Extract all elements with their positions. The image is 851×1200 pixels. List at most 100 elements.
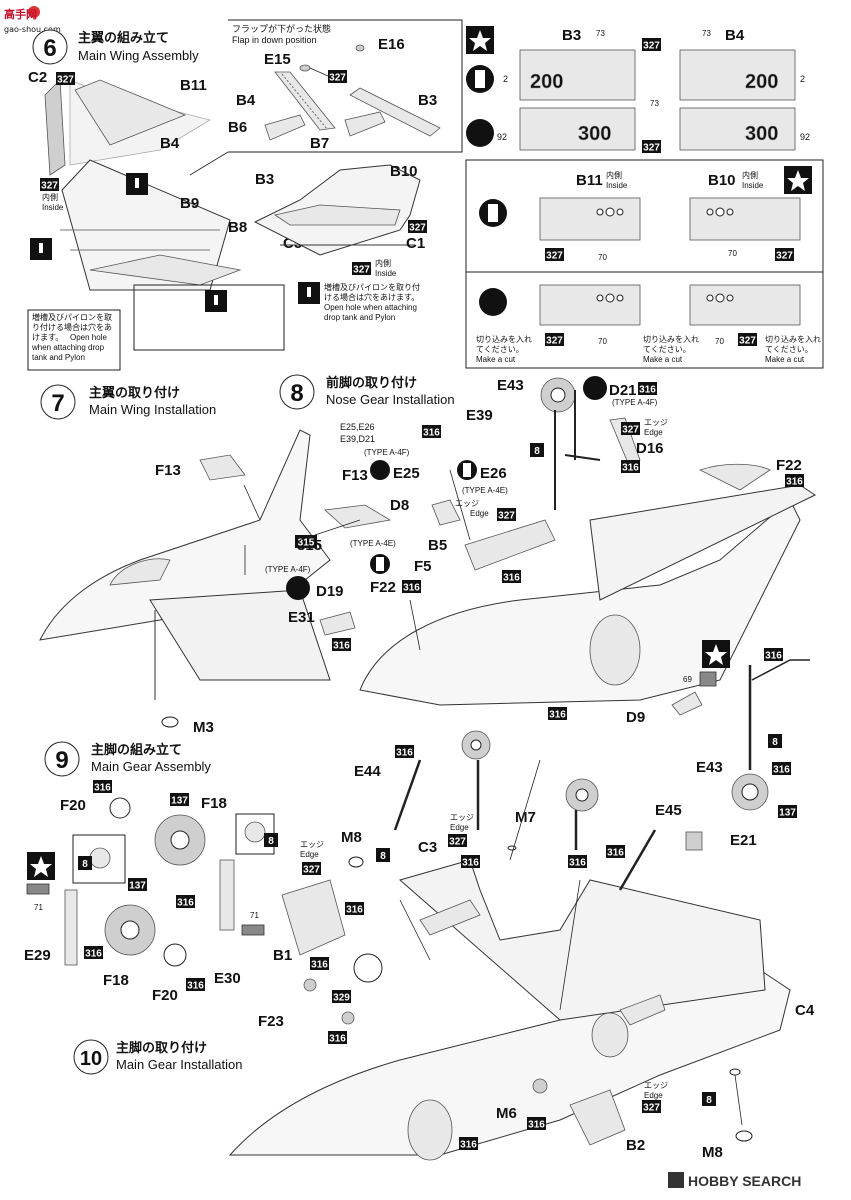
svg-text:327: 327 <box>739 336 756 347</box>
svg-text:切り込みを入れ: 切り込みを入れ <box>476 335 532 344</box>
svg-text:(TYPE A-4F): (TYPE A-4F) <box>265 565 311 574</box>
svg-text:300: 300 <box>745 123 778 145</box>
svg-text:F20: F20 <box>60 797 86 814</box>
step-6: 6 主翼の組み立て Main Wing Assembly フラップが下がった状態… <box>27 19 463 371</box>
svg-text:内側: 内側 <box>606 170 622 180</box>
svg-text:主脚の取り付け: 主脚の取り付け <box>116 1040 207 1056</box>
svg-text:てください。: てください。 <box>476 345 524 354</box>
svg-text:Main Gear Installation: Main Gear Installation <box>116 1057 242 1072</box>
svg-text:C1: C1 <box>406 235 425 252</box>
svg-text:316: 316 <box>460 1140 477 1151</box>
svg-text:316: 316 <box>462 858 479 869</box>
wing-inside-panel: B11 内側 Inside B10 内側 Inside 327 70 70 32… <box>465 159 824 369</box>
svg-text:(TYPE A-4E): (TYPE A-4E) <box>350 539 396 548</box>
svg-text:ける場合は穴をあけます。: ける場合は穴をあけます。 <box>324 292 419 302</box>
svg-text:前脚の取り付け: 前脚の取り付け <box>326 375 417 391</box>
svg-text:Main Gear Assembly: Main Gear Assembly <box>91 759 211 774</box>
svg-text:316: 316 <box>765 651 782 662</box>
watermark-bottom-right: HOBBY SEARCH <box>668 1172 801 1189</box>
svg-text:315: 315 <box>298 538 315 549</box>
svg-text:when attaching drop: when attaching drop <box>31 343 105 352</box>
svg-text:E21: E21 <box>730 832 757 849</box>
svg-text:D21: D21 <box>609 382 637 399</box>
svg-text:Inside: Inside <box>375 269 397 278</box>
svg-text:327: 327 <box>353 265 370 276</box>
svg-text:73: 73 <box>650 99 659 108</box>
svg-text:てください。: てください。 <box>765 345 813 354</box>
svg-text:B9: B9 <box>180 195 199 212</box>
svg-text:B10: B10 <box>708 172 736 189</box>
svg-text:E39: E39 <box>466 407 493 424</box>
svg-text:E15: E15 <box>264 51 291 68</box>
svg-text:C4: C4 <box>795 1002 815 1019</box>
svg-text:73: 73 <box>702 29 711 38</box>
svg-text:73: 73 <box>596 29 605 38</box>
svg-text:327: 327 <box>643 143 660 154</box>
svg-text:316: 316 <box>403 583 420 594</box>
svg-text:E25: E25 <box>393 465 420 482</box>
svg-text:てください。: てください。 <box>643 345 691 354</box>
svg-text:F13: F13 <box>342 467 368 484</box>
svg-text:Open hole when attaching: Open hole when attaching <box>324 303 417 312</box>
svg-text:Inside: Inside <box>42 203 64 212</box>
svg-text:E25,E26: E25,E26 <box>340 422 375 432</box>
svg-text:C2: C2 <box>28 69 47 86</box>
svg-text:F18: F18 <box>103 972 129 989</box>
svg-text:B3: B3 <box>418 92 437 109</box>
svg-text:(TYPE A-4F): (TYPE A-4F) <box>612 398 658 407</box>
svg-text:Nose Gear Installation: Nose Gear Installation <box>326 392 455 407</box>
svg-text:327: 327 <box>498 511 515 522</box>
svg-text:D8: D8 <box>390 497 409 514</box>
svg-text:316: 316 <box>528 1120 545 1131</box>
svg-text:316: 316 <box>85 949 102 960</box>
star-icon <box>705 644 727 665</box>
svg-text:92: 92 <box>497 132 507 142</box>
svg-text:Make a cut: Make a cut <box>765 355 805 364</box>
svg-text:増槽及びパイロンを取: 増槽及びパイロンを取 <box>32 312 112 322</box>
svg-text:Open hole: Open hole <box>70 333 107 342</box>
svg-text:E31: E31 <box>288 609 315 626</box>
svg-text:70: 70 <box>728 249 737 258</box>
svg-text:D16: D16 <box>636 440 664 457</box>
svg-text:2: 2 <box>800 74 805 84</box>
svg-text:E43: E43 <box>497 377 524 394</box>
svg-text:エッジ: エッジ <box>300 840 324 849</box>
svg-text:316: 316 <box>177 898 194 909</box>
svg-text:327: 327 <box>546 251 563 262</box>
svg-text:70: 70 <box>598 253 607 262</box>
svg-text:92: 92 <box>800 132 810 142</box>
svg-text:Inside: Inside <box>606 181 628 190</box>
svg-text:8: 8 <box>706 1095 712 1106</box>
svg-text:F23: F23 <box>258 1013 284 1030</box>
svg-text:327: 327 <box>643 1103 660 1114</box>
svg-text:71: 71 <box>34 903 43 912</box>
svg-text:F20: F20 <box>152 987 178 1004</box>
svg-text:8: 8 <box>380 851 386 862</box>
svg-text:B4: B4 <box>725 27 745 44</box>
svg-text:Make a cut: Make a cut <box>643 355 683 364</box>
svg-text:F5: F5 <box>414 558 432 575</box>
svg-text:E26: E26 <box>480 465 507 482</box>
svg-text:切り込みを入れ: 切り込みを入れ <box>765 335 821 344</box>
svg-text:2: 2 <box>294 582 303 599</box>
svg-text:tank and Pylon: tank and Pylon <box>32 353 85 362</box>
svg-text:(TYPE A-4E): (TYPE A-4E) <box>462 486 508 495</box>
svg-text:drop tank and Pylon: drop tank and Pylon <box>324 313 395 322</box>
svg-text:8: 8 <box>268 836 274 847</box>
svg-text:8: 8 <box>534 446 540 457</box>
svg-text:327: 327 <box>329 73 346 84</box>
svg-text:137: 137 <box>129 881 146 892</box>
svg-text:高手网: 高手网 <box>4 7 37 21</box>
svg-text:gao-shou.com: gao-shou.com <box>4 25 61 34</box>
svg-text:200: 200 <box>530 71 563 93</box>
step-6-number: 6 <box>43 35 56 62</box>
svg-text:D9: D9 <box>626 709 645 726</box>
svg-text:B3: B3 <box>562 27 581 44</box>
svg-text:10: 10 <box>80 1048 102 1070</box>
svg-text:エッジ: エッジ <box>455 499 479 508</box>
svg-text:E45: E45 <box>655 802 682 819</box>
svg-text:B6: B6 <box>228 119 247 136</box>
svg-text:327: 327 <box>643 41 660 52</box>
svg-text:Edge: Edge <box>470 509 489 518</box>
